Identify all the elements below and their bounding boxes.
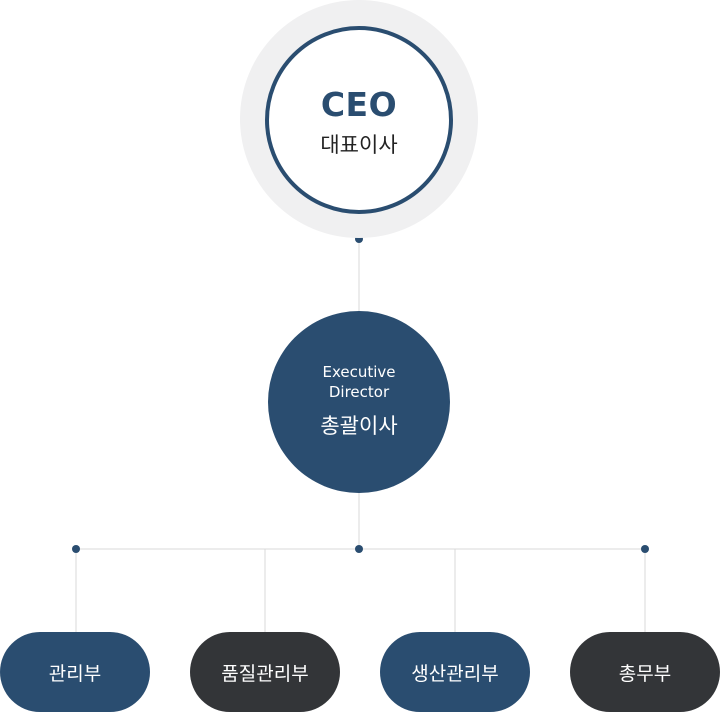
dept-node-management: 관리부 [0, 632, 150, 712]
dept-label: 관리부 [48, 662, 102, 685]
ceo-node: CEO 대표이사 [265, 26, 453, 214]
branch-left-dot [72, 545, 80, 553]
branch-center-dot [355, 545, 363, 553]
director-node: Executive Director 총괄이사 [268, 311, 450, 493]
dept-label: 총무부 [618, 662, 672, 685]
branch-right-dot [641, 545, 649, 553]
ceo-title: CEO [320, 85, 398, 124]
dept-node-general-affairs: 총무부 [570, 632, 720, 712]
director-title-ko: 총괄이사 [320, 413, 398, 438]
dept-label: 품질관리부 [221, 662, 309, 685]
dept-node-production: 생산관리부 [380, 632, 530, 712]
dept-label: 생산관리부 [411, 662, 499, 685]
ceo-subtitle: 대표이사 [320, 133, 398, 157]
dept-node-quality: 품질관리부 [190, 632, 340, 712]
director-title-en: Executive Director [322, 362, 396, 401]
